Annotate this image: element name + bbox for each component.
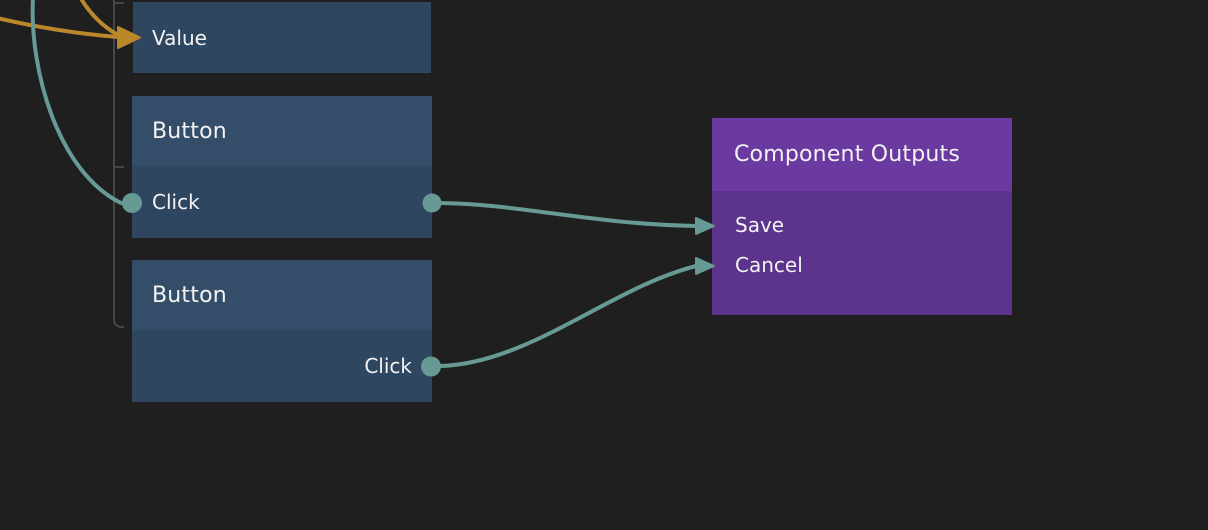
component-outputs-header[interactable]: Component Outputs (712, 118, 1012, 191)
cancel-input-label: Cancel (735, 253, 803, 277)
port-click-input-top-button[interactable] (122, 193, 142, 213)
node-button-top-body: Click (132, 166, 432, 238)
node-button-bottom-title: Button (152, 282, 227, 308)
component-outputs-body: Save Cancel (712, 191, 1012, 315)
node-value[interactable]: Value (133, 2, 431, 73)
node-button-top-title: Button (152, 118, 227, 144)
save-input-row[interactable]: Save (712, 205, 1012, 245)
click-output-row-bottom[interactable]: Click (132, 330, 432, 402)
wire-click-to-save (439, 201, 698, 228)
port-click-output-top-button[interactable] (422, 193, 442, 213)
node-button-top[interactable]: Button Click (132, 96, 432, 238)
click-output-label-top: Click (152, 190, 200, 214)
value-input-row[interactable]: Value (133, 2, 431, 73)
component-outputs-title: Component Outputs (734, 142, 960, 167)
node-button-top-header[interactable]: Button (132, 96, 432, 166)
node-button-bottom-body: Click (132, 330, 432, 402)
click-output-row-top[interactable]: Click (132, 166, 432, 238)
wire-orange-from-left (0, 16, 120, 39)
port-click-output-bottom-button[interactable] (421, 356, 441, 377)
save-input-label: Save (735, 213, 785, 237)
node-component-outputs[interactable]: Component Outputs Save Cancel (712, 118, 1012, 315)
node-button-bottom-header[interactable]: Button (132, 260, 432, 330)
wire-teal-from-offscreen (30, 0, 123, 205)
cancel-input-row[interactable]: Cancel (712, 245, 1012, 285)
wire-click-to-cancel (439, 264, 698, 368)
click-output-label-bottom: Click (364, 354, 412, 378)
guide-line (113, 0, 124, 328)
wire-orange-from-top (79, 0, 120, 37)
node-button-bottom[interactable]: Button Click (132, 260, 432, 402)
value-input-label: Value (152, 25, 207, 50)
